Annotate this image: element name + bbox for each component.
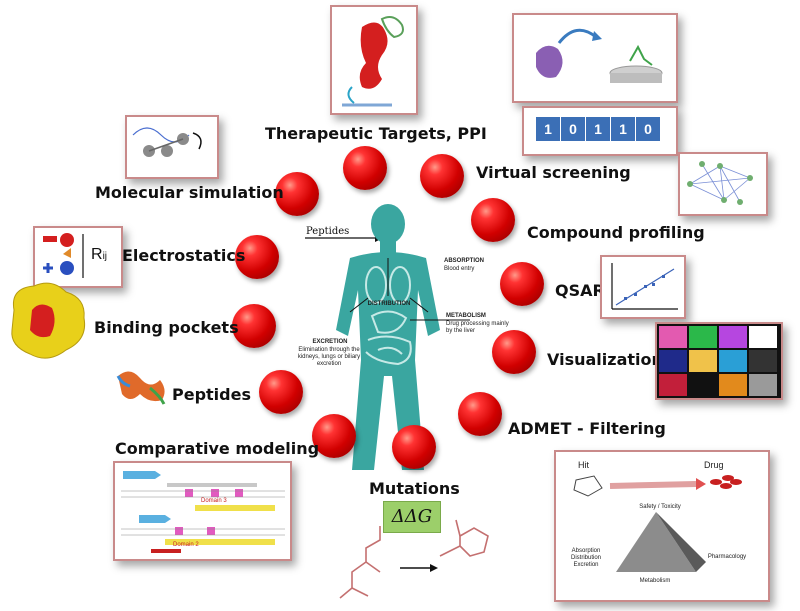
ddg-box: ΔΔG (383, 501, 441, 533)
drug-label: Drug (704, 460, 724, 470)
ball-qsar (500, 262, 544, 306)
metabolism-title: METABOLISM (446, 313, 486, 319)
pharmacology-label: Pharmacology (707, 554, 747, 560)
rij-subscript: ij (102, 251, 108, 262)
electrostatics-image: Rij (33, 226, 123, 288)
hit-label: Hit (578, 460, 589, 470)
ball-electrostatics (235, 235, 279, 279)
ball-virtual (420, 154, 464, 198)
docking-image (512, 13, 678, 103)
binary-digit: 1 (611, 117, 636, 141)
protein-structure-image (330, 5, 418, 115)
qsar-plot-image (600, 255, 686, 319)
excretion-title: EXCRETION (312, 339, 348, 345)
peptides-arrow-label: Peptides (306, 226, 350, 237)
binary-digit: 0 (561, 117, 586, 141)
label-therapeutic-targets: Therapeutic Targets, PPI (265, 124, 487, 143)
absorption-desc: Blood entry (444, 266, 475, 272)
binary-fingerprint-card: 1 0 1 1 0 (522, 106, 678, 156)
ball-compound (471, 198, 515, 242)
ball-visualization (492, 330, 536, 374)
binary-digit: 1 (536, 117, 561, 141)
compound-network-image (678, 152, 768, 216)
label-admet-filtering: ADMET - Filtering (508, 419, 666, 438)
domain-a-label: Domain 3 (201, 498, 227, 504)
ball-admet (458, 392, 502, 436)
label-visualization: Visualization (547, 350, 663, 369)
ball-comparative (312, 414, 356, 458)
adme-label: Absorption Distribution Excretion (570, 548, 601, 568)
label-electrostatics: Electrostatics (122, 246, 246, 265)
visualization-grid-image (655, 322, 783, 400)
label-mutations: Mutations (369, 479, 460, 498)
ball-therapeutic (343, 146, 387, 190)
ball-peptides (259, 370, 303, 414)
metabolism-pyramid-label: Metabolism (639, 578, 671, 584)
sequence-alignment-image: Domain 3 Domain 2 (113, 461, 292, 561)
absorption-title: ABSORPTION (444, 258, 485, 264)
molecular-simulation-image (125, 115, 219, 179)
rij-symbol: R (91, 246, 103, 263)
label-binding-pockets: Binding pockets (94, 318, 239, 337)
ball-mutations (392, 425, 436, 469)
label-qsar: QSAR (555, 281, 605, 300)
label-comparative-modeling: Comparative modeling (115, 439, 320, 458)
label-molecular-simulation: Molecular simulation (95, 183, 284, 202)
distribution-label: DISTRIBUTION (367, 301, 411, 307)
safety-toxicity-label: Safety / Toxicity (639, 504, 681, 510)
label-peptides: Peptides (172, 385, 251, 404)
label-compound-profiling: Compound profiling (527, 223, 705, 242)
binary-digit: 0 (636, 117, 660, 141)
ball-binding (232, 304, 276, 348)
admet-pyramid-card: Hit Drug Safety / Toxicity Absorption Di… (554, 450, 770, 602)
ball-molecular (275, 172, 319, 216)
metabolism-desc: Drug processing mainly by the liver (446, 321, 509, 334)
domain-b-label: Domain 2 (173, 542, 199, 548)
binary-digit: 1 (586, 117, 611, 141)
label-virtual-screening: Virtual screening (476, 163, 631, 182)
excretion-desc: Elimination through the kidneys, lungs o… (297, 347, 361, 367)
